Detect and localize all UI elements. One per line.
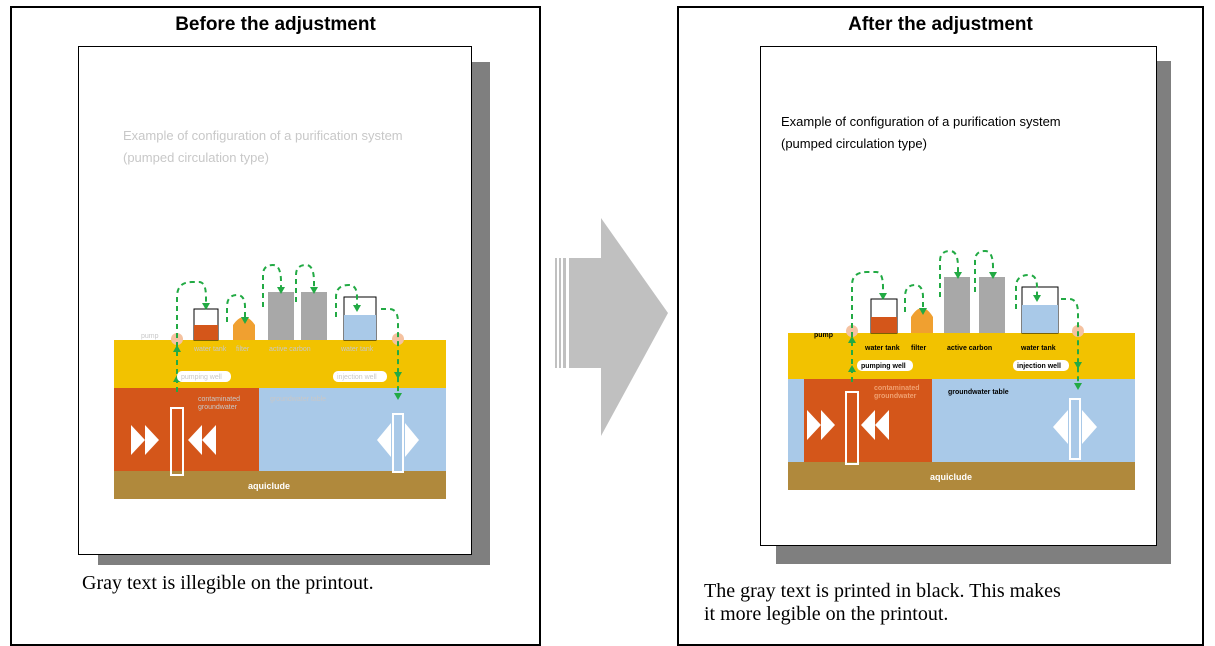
pump-right (392, 333, 404, 345)
pumping-well-pill (857, 360, 913, 371)
before-caption: Gray text is illegible on the printout. (82, 572, 374, 594)
label-water-tank: water tank (193, 346, 227, 353)
label-active-carbon: active carbon (947, 345, 992, 352)
label-pump: pump (814, 332, 833, 339)
label-aquiclude: aquiclude (930, 472, 972, 482)
before-title: Before the adjustment (175, 14, 376, 35)
surface-layer (788, 333, 1135, 379)
after-title: After the adjustment (848, 14, 1033, 35)
after-panel: After the adjustment Example of configur… (677, 6, 1204, 646)
after-caption-line2: it more legible on the printout. (704, 603, 949, 625)
contaminated-zone (114, 388, 259, 471)
filter-shape (911, 308, 933, 333)
circulation-arrows (176, 263, 399, 397)
label-filter: filter (911, 345, 926, 352)
label-water-tank-2: water tank (340, 346, 374, 353)
aquiclude-layer (788, 462, 1135, 490)
label-pumping-well: pumping well (181, 374, 222, 381)
label-injection-well: injection well (337, 374, 377, 381)
carbon-column-1 (268, 292, 294, 340)
pumping-well-pill (177, 371, 231, 382)
label-groundwater: groundwater (874, 393, 917, 400)
label-pump: pump (141, 333, 159, 340)
diagram-title-line1: Example of configuration of a purificati… (781, 114, 1061, 129)
label-filter: filter (236, 346, 250, 353)
pump-left (846, 325, 858, 337)
after-caption-line1: The gray text is printed in black. This … (704, 580, 1061, 602)
diagram-title: Example of configuration of a purificati… (123, 128, 403, 165)
pump-right (1072, 325, 1084, 337)
carbon-column-2 (979, 277, 1005, 333)
label-groundwater-table: groundwater table (270, 396, 326, 403)
water-tank-2-fill (1022, 305, 1058, 333)
label-groundwater: groundwater (198, 404, 238, 411)
injection-well-pipe (1069, 398, 1081, 460)
label-aquiclude: aquiclude (248, 481, 290, 491)
pump-left (171, 333, 183, 345)
water-tank-2-fill (344, 315, 376, 340)
label-active-carbon: active carbon (269, 346, 311, 353)
pumping-well-pipe (845, 391, 859, 465)
label-water-tank: water tank (864, 345, 900, 352)
diagram-after: Example of configuration of a purificati… (781, 114, 1135, 490)
arrow-heads (848, 272, 1082, 390)
surface-layer (114, 340, 446, 388)
page-after: Example of configuration of a purificati… (760, 46, 1157, 546)
water-tank-1-fill (871, 317, 897, 333)
label-groundwater-table: groundwater table (948, 389, 1009, 396)
aquiclude-layer (114, 471, 446, 499)
circulation-arrows (851, 249, 1079, 387)
diagram-before: Example of configuration of a purificati… (114, 128, 446, 499)
water-tank-1-fill (194, 325, 218, 340)
page-before: Example of configuration of a purificati… (78, 46, 472, 555)
pumping-well-pipe (170, 407, 184, 476)
injection-well-pill (1013, 360, 1069, 371)
diagram-title-line1: Example of configuration of a purificati… (123, 128, 403, 143)
flow-arrows (807, 410, 1097, 444)
transition-arrow (551, 218, 669, 441)
before-panel: Before the adjustment Example of configu… (10, 6, 541, 646)
injection-well-pipe (392, 413, 404, 473)
carbon-column-1 (944, 277, 970, 333)
diagram-title-line2: (pumped circulation type) (781, 136, 927, 151)
label-injection-well: injection well (1017, 363, 1061, 370)
flow-arrows (131, 423, 419, 457)
diagram-title-line2: (pumped circulation type) (123, 150, 269, 165)
label-contaminated: contaminated (198, 396, 240, 403)
right-arrow-icon (555, 218, 668, 436)
label-pumping-well: pumping well (861, 363, 906, 370)
arrow-heads (173, 287, 402, 400)
label-contaminated: contaminated (874, 385, 920, 392)
carbon-column-2 (301, 292, 327, 340)
injection-well-pill (333, 371, 387, 382)
label-water-tank-2: water tank (1020, 345, 1056, 352)
filter-shape (233, 317, 255, 340)
